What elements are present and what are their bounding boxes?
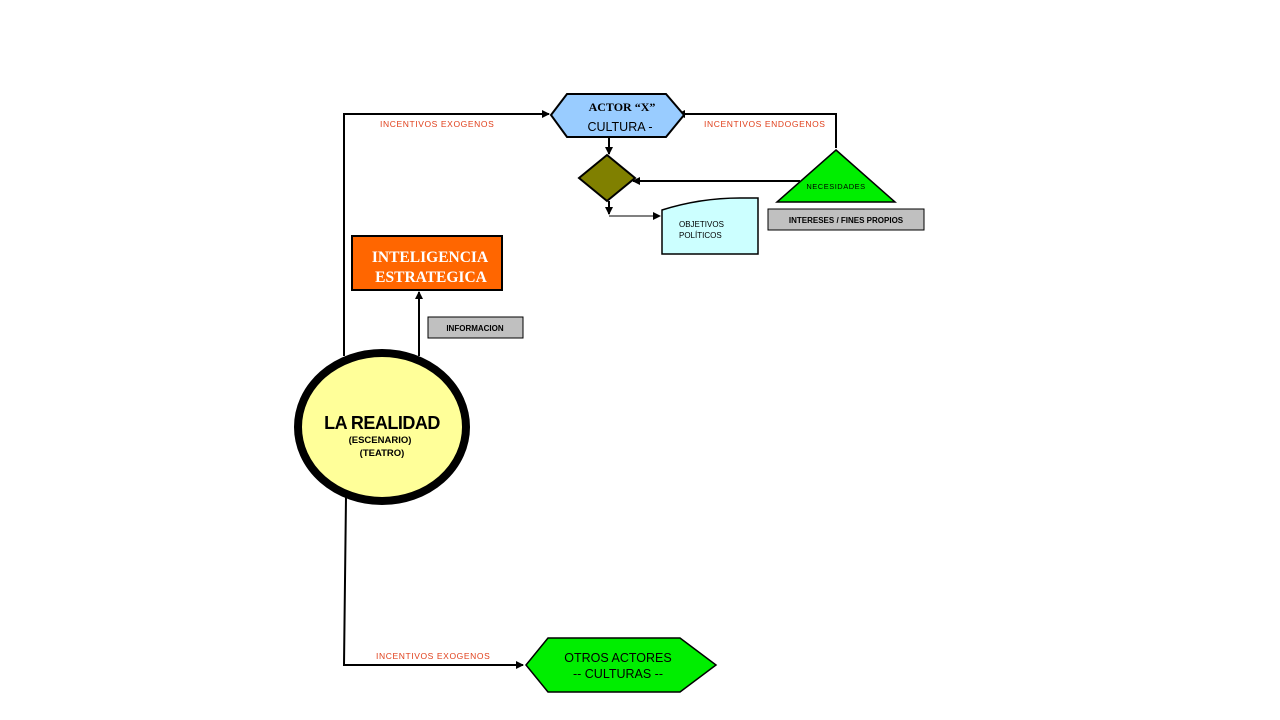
objetivos-line2: POLÍTICOS bbox=[679, 231, 722, 240]
la-realidad-node: LA REALIDAD (ESCENARIO) (TEATRO) bbox=[294, 349, 470, 505]
label-incentivos-exogenos-top: INCENTIVOS EXOGENOS bbox=[380, 119, 494, 129]
decision-diamond bbox=[577, 153, 637, 203]
realidad-line2: (ESCENARIO) bbox=[349, 435, 412, 446]
connector-realidad-to-otros bbox=[342, 496, 524, 669]
otros-line2: -- CULTURAS -- bbox=[573, 667, 663, 681]
actor-x-title: ACTOR “X” bbox=[589, 100, 656, 114]
intereses-label: INTERESES / FINES PROPIOS bbox=[789, 216, 904, 225]
otros-actores-node: OTROS ACTORES -- CULTURAS -- bbox=[525, 637, 718, 693]
objetivos-politicos-node: OBJETIVOS POLÍTICOS bbox=[661, 197, 759, 255]
label-incentivos-exogenos-bottom: INCENTIVOS EXOGENOS bbox=[376, 651, 490, 661]
objetivos-line1: OBJETIVOS bbox=[679, 220, 724, 229]
label-incentivos-endogenos: INCENTIVOS ENDOGENOS bbox=[704, 119, 826, 129]
realidad-title: LA REALIDAD bbox=[324, 413, 440, 433]
actor-x-node: ACTOR “X” CULTURA - bbox=[549, 93, 686, 138]
realidad-line3: (TEATRO) bbox=[360, 448, 405, 459]
inteligencia-line2: ESTRATEGICA bbox=[375, 269, 487, 286]
necesidades-node: NECESIDADES bbox=[775, 149, 897, 203]
connector-necesidades-to-actor bbox=[677, 110, 837, 148]
otros-line1: OTROS ACTORES bbox=[564, 651, 671, 665]
connector-realidad-to-actor bbox=[343, 110, 550, 356]
informacion-label: INFORMACION bbox=[446, 324, 504, 333]
actor-x-subtitle: CULTURA - bbox=[587, 120, 652, 134]
inteligencia-estrategica-node: INTELIGENCIA ESTRATEGICA bbox=[351, 235, 503, 291]
intereses-label-box: INTERESES / FINES PROPIOS bbox=[767, 208, 925, 231]
necesidades-label: NECESIDADES bbox=[806, 182, 865, 191]
informacion-label-box: INFORMACION bbox=[427, 316, 524, 339]
inteligencia-line1: INTELIGENCIA bbox=[372, 249, 489, 266]
